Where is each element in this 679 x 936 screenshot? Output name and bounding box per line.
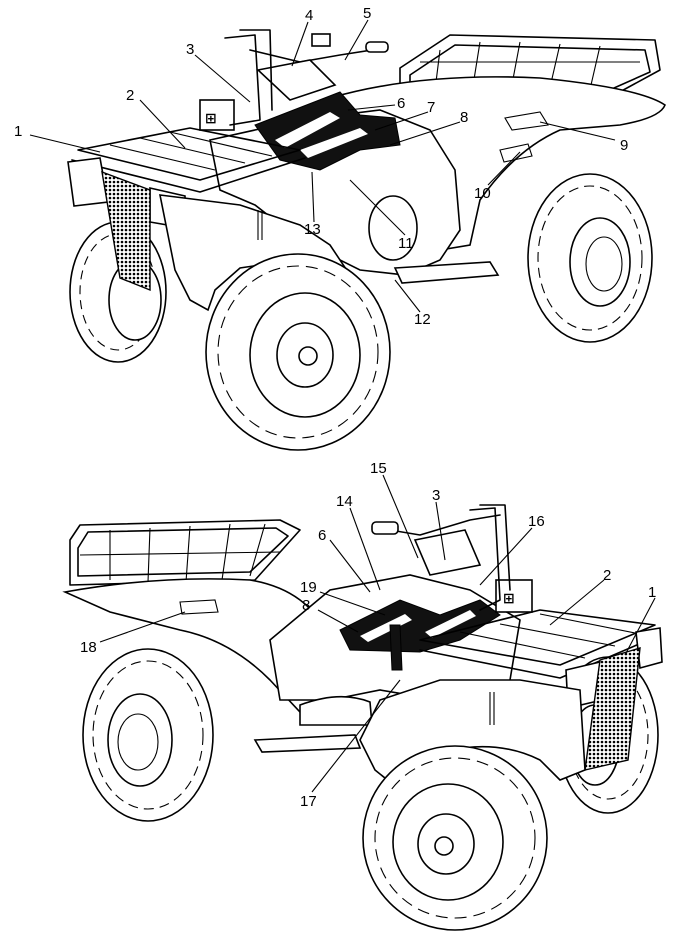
callout-11: 11 — [398, 235, 414, 252]
callout-3b: 3 — [432, 487, 440, 504]
callout-9: 9 — [620, 137, 628, 154]
callout-10: 10 — [474, 185, 491, 202]
callout-3: 3 — [186, 41, 194, 58]
callout-6b: 6 — [318, 527, 326, 544]
callout-8b: 8 — [302, 597, 310, 614]
side-decal-graphic — [254, 91, 401, 171]
handlebar-assembly: ⊞ — [199, 33, 389, 131]
callout-13: 13 — [304, 221, 321, 238]
svg-text:⊞: ⊞ — [205, 111, 217, 127]
callout-15: 15 — [370, 460, 387, 477]
bottom-callout-leaders — [99, 474, 656, 793]
front-near-wheel — [362, 745, 548, 931]
front-grille — [101, 170, 151, 292]
callout-4: 4 — [305, 7, 313, 24]
top-callout-leaders — [29, 19, 616, 313]
callout-8: 8 — [460, 109, 468, 126]
rear-fender-2 — [62, 578, 331, 713]
callout-12: 12 — [414, 311, 431, 328]
handlebar-assembly-2: ⊞ — [371, 514, 533, 613]
rear-right-wheel — [527, 173, 653, 343]
callout-2b: 2 — [603, 567, 611, 584]
callout-1: 1 — [14, 123, 22, 140]
callout-5: 5 — [363, 5, 371, 22]
rear-cargo-rack-2 — [69, 519, 301, 586]
front-right-wheel — [205, 253, 391, 451]
bottom-callouts: 15 14 3 16 6 2 1 19 8 18 17 — [80, 460, 656, 810]
callout-1b: 1 — [648, 584, 656, 601]
callout-17: 17 — [300, 793, 317, 810]
callout-7: 7 — [427, 99, 435, 116]
atv-front-view: ⊞ — [67, 29, 666, 451]
svg-text:⊞: ⊞ — [503, 591, 515, 607]
callout-2: 2 — [126, 87, 134, 104]
callout-14: 14 — [336, 493, 353, 510]
rear-left-wheel — [82, 648, 214, 822]
callout-16: 16 — [528, 513, 545, 530]
atv-rear-view: ⊞ — [62, 504, 663, 931]
callout-18: 18 — [80, 639, 97, 656]
top-callouts: 1 2 3 4 5 6 7 8 9 10 11 12 13 — [14, 5, 628, 328]
callout-6: 6 — [397, 95, 405, 112]
callout-19: 19 — [300, 579, 317, 596]
